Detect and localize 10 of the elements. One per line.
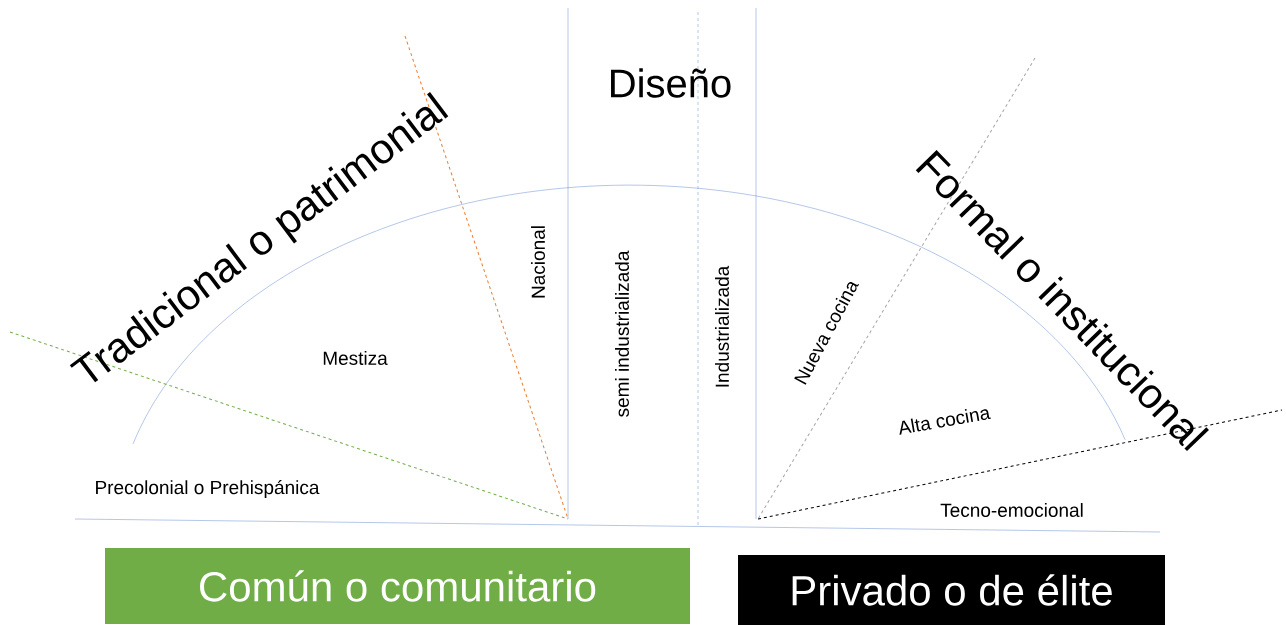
category-box: Privado o de élite	[738, 555, 1165, 625]
label: semi industrializada	[615, 250, 629, 417]
label: Industrializada	[715, 265, 729, 387]
category-box: Común o comunitario	[105, 548, 690, 624]
label: Nacional	[531, 226, 545, 298]
label: Diseño	[611, 68, 731, 98]
label: Precolonial o Prehispánica	[96, 480, 320, 498]
label: Alta cocina	[899, 408, 991, 435]
label: Mestiza	[323, 351, 388, 365]
label: Tecno-emocional	[940, 503, 1083, 517]
